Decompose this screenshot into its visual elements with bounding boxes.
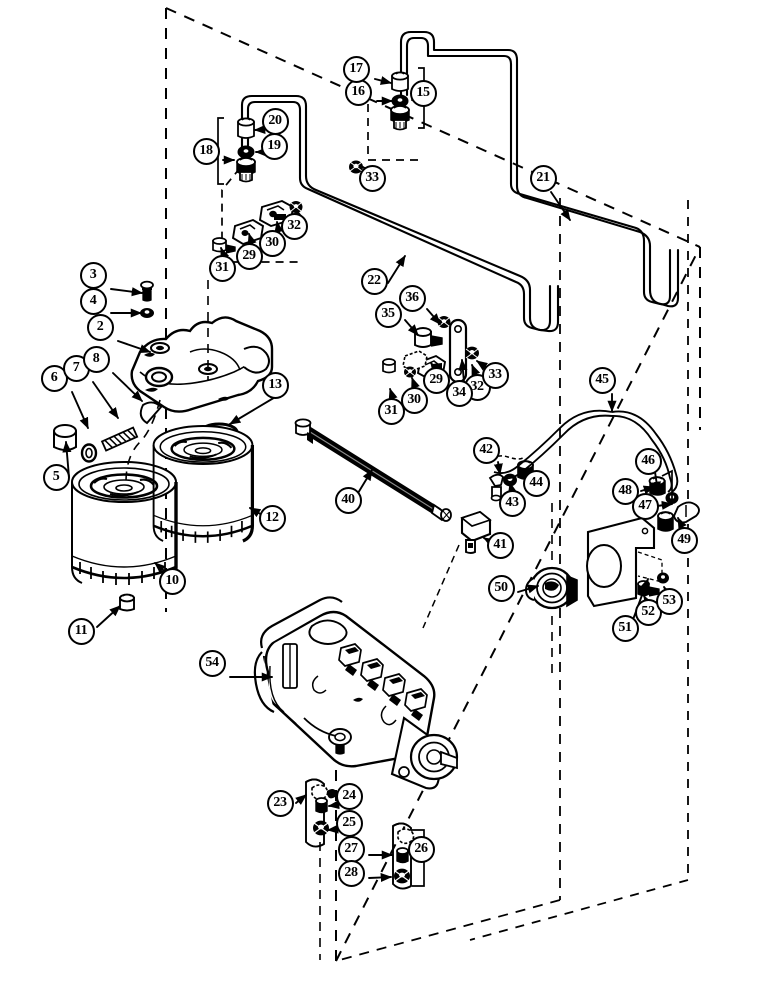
leader-line-8 [112,372,143,402]
callout-53: 53 [655,587,683,615]
callout-18: 18 [192,137,220,165]
callout-32: 32 [280,212,308,240]
callout-49: 49 [670,526,698,554]
callout-34: 34 [445,379,473,407]
callout-30: 30 [258,229,286,257]
leader-line-3 [110,287,144,297]
callout-24: 24 [335,782,363,810]
callout-36: 36 [398,284,426,312]
callout-43: 43 [498,489,526,517]
leader-line-17 [374,76,393,85]
leader-line-11 [96,605,121,628]
leader-line-47 [656,500,674,510]
callout-33: 33 [358,164,386,192]
callout-20: 20 [261,107,289,135]
callout-2: 2 [86,313,114,341]
leader-line-2 [117,340,152,353]
callout-41: 41 [486,531,514,559]
leader-line-50 [517,584,540,594]
callout-29: 29 [235,242,263,270]
leader-line-22 [387,255,406,284]
callout-26: 26 [407,835,435,863]
callout-25: 25 [335,809,363,837]
callout-35: 35 [374,300,402,328]
leader-line-48 [640,485,656,495]
callout-47: 47 [631,492,659,520]
callout-19: 19 [260,132,288,160]
callout-46: 46 [634,447,662,475]
leader-line-46 [651,471,661,494]
leader-line-28 [368,872,393,883]
callout-50: 50 [487,574,515,602]
callout-30: 30 [400,386,428,414]
callout-40: 40 [334,486,362,514]
callout-31: 31 [377,397,405,425]
leader-line-6 [71,391,89,430]
callout-21: 21 [529,164,557,192]
callout-13: 13 [261,371,289,399]
leader-line-23 [295,794,307,805]
callout-51: 51 [611,614,639,642]
callout-42: 42 [472,436,500,464]
callout-33: 33 [481,361,509,389]
leader-line-42 [493,461,503,476]
callout-23: 23 [266,789,294,817]
callout-8: 8 [82,345,110,373]
callout-11: 11 [67,617,95,645]
leader-line-13 [229,395,278,425]
leader-line-36 [426,308,441,325]
callout-17: 17 [342,55,370,83]
callout-31: 31 [208,254,236,282]
callout-44: 44 [522,469,550,497]
callout-4: 4 [79,287,107,315]
callout-27: 27 [337,835,365,863]
callout-54: 54 [198,649,226,677]
callout-5: 5 [42,463,70,491]
leader-line-21 [550,191,571,221]
leader-line-35 [404,319,419,336]
callout-28: 28 [337,859,365,887]
callout-10: 10 [158,567,186,595]
callout-22: 22 [360,267,388,295]
leader-line-7 [92,381,119,419]
callout-29: 29 [422,366,450,394]
callout-16: 16 [344,78,372,106]
callout-3: 3 [79,261,107,289]
callout-15: 15 [409,79,437,107]
callout-48: 48 [611,477,639,505]
callout-52: 52 [634,598,662,626]
callout-12: 12 [258,504,286,532]
callout-45: 45 [588,366,616,394]
